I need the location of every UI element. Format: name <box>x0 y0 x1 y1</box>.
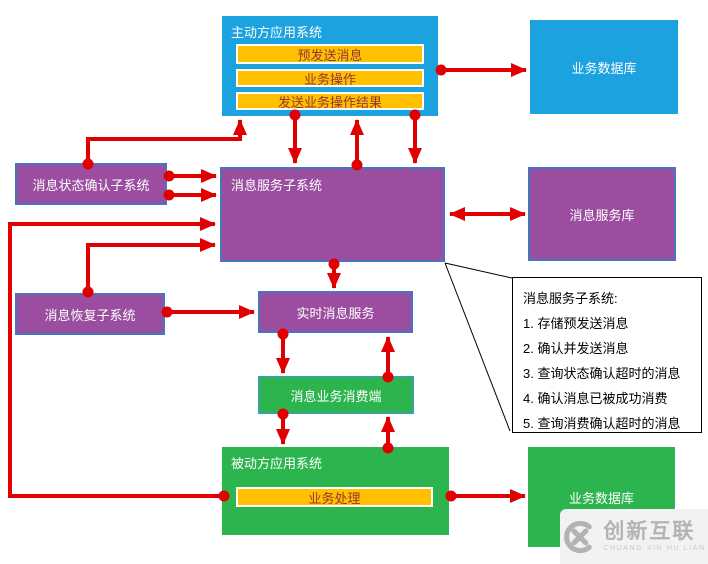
node-business-processing-label: 业务处理 <box>308 490 361 506</box>
annotation-callout: 消息服务子系统: 1. 存储预发送消息 2. 确认并发送消息 3. 查询状态确认… <box>512 277 702 433</box>
watermark-brand: 创新互联 <box>603 520 696 543</box>
annotation-item-5: 5. 查询消费确认超时的消息 <box>523 416 681 431</box>
annotation-title: 消息服务子系统: <box>523 291 618 306</box>
node-recovery-subsystem: 消息恢复子系统 <box>15 293 165 335</box>
node-pre-send-message-label: 预发送消息 <box>297 47 363 63</box>
annotation-item-2: 2. 确认并发送消息 <box>523 341 629 356</box>
chuangxin-logo-icon <box>564 520 593 553</box>
node-active-system: 主动方应用系统 预发送消息 业务操作 发送业务操作结果 <box>222 16 438 116</box>
node-message-consumer-label: 消息业务消费端 <box>290 388 382 404</box>
node-business-operation: 业务操作 <box>236 69 424 87</box>
annotation-item-1: 1. 存储预发送消息 <box>523 316 629 331</box>
node-business-db-bottom-label: 业务数据库 <box>568 490 634 506</box>
node-message-consumer: 消息业务消费端 <box>258 376 414 414</box>
node-realtime-message-service-label: 实时消息服务 <box>296 305 375 321</box>
arrow-status-to-active <box>86 119 247 163</box>
node-recovery-subsystem-label: 消息恢复子系统 <box>44 307 136 323</box>
arrow-passive-to-subsystem <box>8 217 223 498</box>
node-business-processing: 业务处理 <box>236 487 433 507</box>
node-status-confirm-subsystem: 消息状态确认子系统 <box>15 163 167 205</box>
node-send-operation-result-label: 发送业务操作结果 <box>277 94 382 110</box>
node-business-operation-label: 业务操作 <box>303 71 356 87</box>
node-business-db-top: 业务数据库 <box>530 20 678 114</box>
node-passive-system-label: 被动方应用系统 <box>231 456 323 471</box>
node-message-service-db: 消息服务库 <box>528 167 676 261</box>
watermark: 创新互联 CHUANG XIN HU LIAN <box>560 509 708 564</box>
node-message-service-subsystem: 消息服务子系统 <box>220 167 445 262</box>
annotation-item-3: 3. 查询状态确认超时的消息 <box>523 366 681 381</box>
node-passive-system: 被动方应用系统 业务处理 <box>222 447 449 535</box>
node-message-service-db-label: 消息服务库 <box>569 207 635 223</box>
watermark-subtext: CHUANG XIN HU LIAN <box>603 545 706 552</box>
node-business-db-top-label: 业务数据库 <box>571 60 637 76</box>
node-status-confirm-subsystem-label: 消息状态确认子系统 <box>32 177 150 193</box>
node-active-system-label: 主动方应用系统 <box>231 25 323 40</box>
node-message-service-subsystem-label: 消息服务子系统 <box>231 178 323 193</box>
node-send-operation-result: 发送业务操作结果 <box>236 92 424 110</box>
arrow-origin-dots <box>82 64 457 502</box>
callout-leader-lines <box>444 262 513 432</box>
watermark-text: 创新互联 CHUANG XIN HU LIAN <box>603 521 705 552</box>
annotation-item-4: 4. 确认消息已被成功消费 <box>523 391 668 406</box>
node-pre-send-message: 预发送消息 <box>236 44 424 64</box>
node-realtime-message-service: 实时消息服务 <box>258 291 413 333</box>
arrow-recovery-to-subsystem <box>86 238 216 292</box>
